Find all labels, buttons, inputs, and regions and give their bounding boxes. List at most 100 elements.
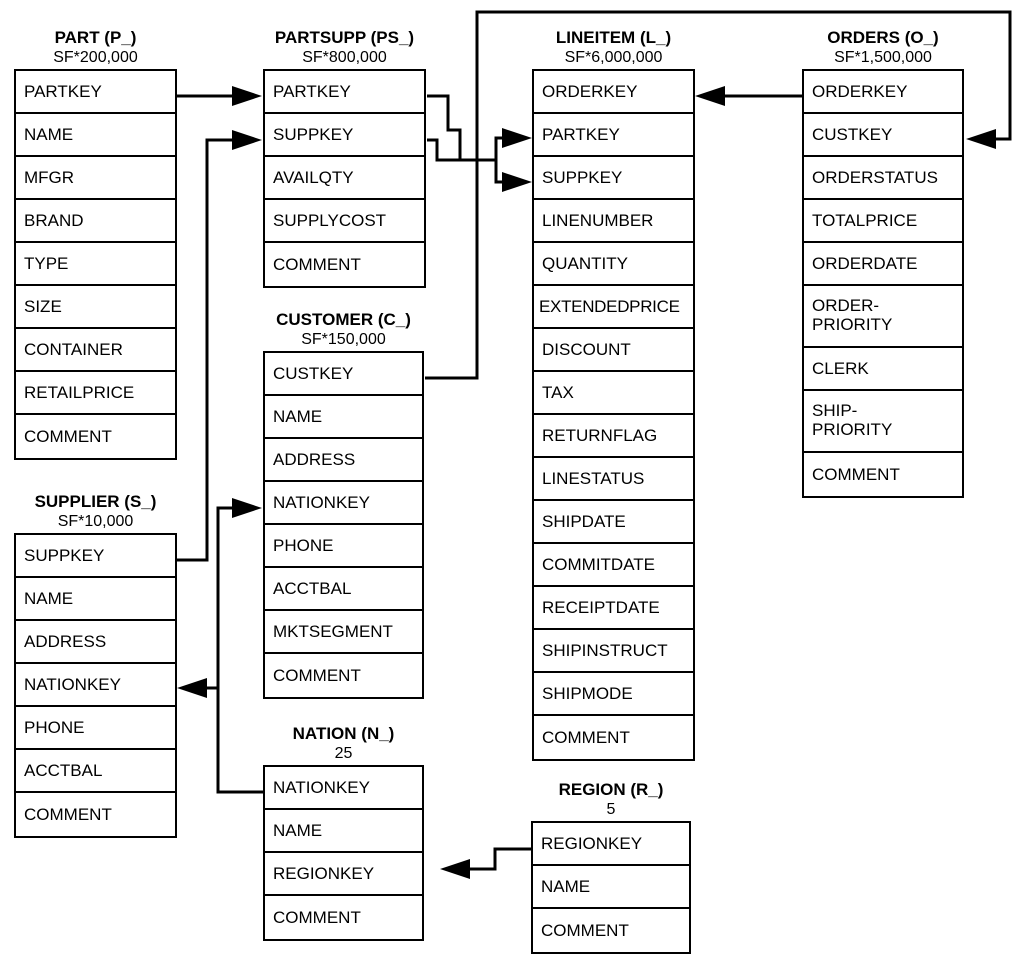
- field-lineitem-commitdate: COMMITDATE: [534, 544, 693, 587]
- field-part-partkey: PARTKEY: [16, 71, 175, 114]
- field-lineitem-tax: TAX: [534, 372, 693, 415]
- entity-customer: CUSTOMER (C_) SF*150,000 CUSTKEY NAME AD…: [263, 310, 424, 699]
- link-supplier-partsupp: [177, 130, 262, 562]
- field-orders-custkey: CUSTKEY: [804, 114, 962, 157]
- field-part-name: NAME: [16, 114, 175, 157]
- entity-customer-fields: CUSTKEY NAME ADDRESS NATIONKEY PHONE ACC…: [263, 351, 424, 699]
- entity-partsupp-fields: PARTKEY SUPPKEY AVAILQTY SUPPLYCOST COMM…: [263, 69, 426, 288]
- field-part-size: SIZE: [16, 286, 175, 329]
- entity-lineitem-fields: ORDERKEY PARTKEY SUPPKEY LINENUMBER QUAN…: [532, 69, 695, 761]
- entity-region-cardinality: 5: [606, 801, 616, 818]
- field-orders-ship-priority: SHIP- PRIORITY: [804, 391, 962, 453]
- field-lineitem-quantity: QUANTITY: [534, 243, 693, 286]
- field-partsupp-availqty: AVAILQTY: [265, 157, 424, 200]
- entity-region-title: REGION (R_): [558, 780, 664, 799]
- entity-lineitem-cardinality: SF*6,000,000: [564, 49, 663, 66]
- entity-part-title: PART (P_): [54, 28, 137, 47]
- entity-orders-title: ORDERS (O_): [827, 28, 939, 47]
- field-customer-mktsegment: MKTSEGMENT: [265, 611, 422, 654]
- field-orders-orderkey: ORDERKEY: [804, 71, 962, 114]
- field-region-comment: COMMENT: [541, 921, 629, 940]
- field-orders-orderstatus: ORDERSTATUS: [804, 157, 962, 200]
- entity-region: REGION (R_) 5 REGIONKEY NAME COMMENT: [531, 780, 691, 954]
- field-orders-clerk: CLERK: [804, 348, 962, 391]
- field-part-brand: BRAND: [16, 200, 175, 243]
- field-orders-order-priority: ORDER- PRIORITY: [804, 286, 962, 348]
- field-customer-custkey: CUSTKEY: [265, 353, 422, 396]
- field-customer-name: NAME: [265, 396, 422, 439]
- entity-nation: NATION (N_) 25 NATIONKEY NAME REGIONKEY …: [263, 724, 424, 941]
- field-orders-comment: COMMENT: [812, 465, 900, 484]
- entity-lineitem: LINEITEM (L_) SF*6,000,000 ORDERKEY PART…: [532, 28, 695, 761]
- field-lineitem-partkey: PARTKEY: [534, 114, 693, 157]
- link-nation-customer: [216, 498, 264, 794]
- field-orders-ship-priority-line2: PRIORITY: [812, 420, 893, 439]
- entity-supplier-title: SUPPLIER (S_): [34, 492, 157, 511]
- field-part-type: TYPE: [16, 243, 175, 286]
- field-orders-orderdate: ORDERDATE: [804, 243, 962, 286]
- field-orders-totalprice: TOTALPRICE: [804, 200, 962, 243]
- field-part-comment: COMMENT: [24, 427, 112, 446]
- field-lineitem-discount: DISCOUNT: [534, 329, 693, 372]
- entity-orders-fields: ORDERKEY CUSTKEY ORDERSTATUS TOTALPRICE …: [802, 69, 964, 498]
- field-orders-order-priority-line1: ORDER-: [812, 296, 880, 315]
- field-supplier-suppkey: SUPPKEY: [16, 535, 175, 578]
- entity-orders: ORDERS (O_) SF*1,500,000 ORDERKEY CUSTKE…: [802, 28, 964, 498]
- field-customer-address: ADDRESS: [265, 439, 422, 482]
- field-partsupp-partkey: PARTKEY: [265, 71, 424, 114]
- link-part-partsupp: [177, 86, 262, 106]
- link-orders-lineitem: [695, 86, 802, 106]
- entity-customer-cardinality: SF*150,000: [301, 331, 386, 348]
- entity-part: PART (P_) SF*200,000 PARTKEY NAME MFGR B…: [14, 28, 177, 460]
- field-partsupp-supplycost: SUPPLYCOST: [265, 200, 424, 243]
- entity-supplier-fields: SUPPKEY NAME ADDRESS NATIONKEY PHONE ACC…: [14, 533, 177, 838]
- entity-supplier-cardinality: SF*10,000: [57, 513, 134, 530]
- field-lineitem-shipmode: SHIPMODE: [534, 673, 693, 716]
- field-lineitem-suppkey: SUPPKEY: [534, 157, 693, 200]
- field-part-container: CONTAINER: [16, 329, 175, 372]
- field-orders-ship-priority-line1: SHIP-: [812, 401, 858, 420]
- field-supplier-name: NAME: [16, 578, 175, 621]
- field-supplier-comment: COMMENT: [24, 805, 112, 824]
- field-lineitem-linenumber: LINENUMBER: [534, 200, 693, 243]
- field-supplier-phone: PHONE: [16, 707, 175, 750]
- field-supplier-nationkey: NATIONKEY: [16, 664, 175, 707]
- field-region-name: NAME: [533, 866, 689, 909]
- field-lineitem-shipinstruct: SHIPINSTRUCT: [534, 630, 693, 673]
- field-lineitem-returnflag: RETURNFLAG: [534, 415, 693, 458]
- entity-supplier: SUPPLIER (S_) SF*10,000 SUPPKEY NAME ADD…: [14, 492, 177, 838]
- entity-nation-cardinality: 25: [334, 745, 353, 762]
- entity-lineitem-title: LINEITEM (L_): [555, 28, 672, 47]
- field-lineitem-extendedprice: EXTENDEDPRICE: [534, 286, 693, 329]
- field-lineitem-receiptdate: RECEIPTDATE: [534, 587, 693, 630]
- field-orders-order-priority-line2: PRIORITY: [812, 315, 893, 334]
- field-customer-nationkey: NATIONKEY: [265, 482, 422, 525]
- link-region-nation: [440, 847, 531, 879]
- entity-part-fields: PARTKEY NAME MFGR BRAND TYPE SIZE CONTAI…: [14, 69, 177, 460]
- entity-partsupp: PARTSUPP (PS_) SF*800,000 PARTKEY SUPPKE…: [263, 28, 426, 288]
- field-customer-acctbal: ACCTBAL: [265, 568, 422, 611]
- field-nation-nationkey: NATIONKEY: [265, 767, 422, 810]
- field-partsupp-comment: COMMENT: [273, 255, 361, 274]
- field-supplier-address: ADDRESS: [16, 621, 175, 664]
- field-partsupp-suppkey: SUPPKEY: [265, 114, 424, 157]
- field-lineitem-comment: COMMENT: [542, 728, 630, 747]
- link-nation-supplier: [177, 678, 218, 698]
- field-customer-phone: PHONE: [265, 525, 422, 568]
- entity-partsupp-cardinality: SF*800,000: [302, 49, 387, 66]
- field-nation-regionkey: REGIONKEY: [265, 853, 422, 896]
- field-supplier-acctbal: ACCTBAL: [16, 750, 175, 793]
- field-lineitem-linestatus: LINESTATUS: [534, 458, 693, 501]
- field-region-regionkey: REGIONKEY: [533, 823, 689, 866]
- field-part-mfgr: MFGR: [16, 157, 175, 200]
- entity-region-fields: REGIONKEY NAME COMMENT: [531, 821, 691, 954]
- field-lineitem-orderkey: ORDERKEY: [534, 71, 693, 114]
- field-nation-name: NAME: [265, 810, 422, 853]
- entity-customer-title: CUSTOMER (C_): [276, 310, 411, 329]
- field-part-retailprice: RETAILPRICE: [16, 372, 175, 415]
- entity-nation-title: NATION (N_): [292, 724, 395, 743]
- link-partsupp-lineitem: [427, 94, 532, 192]
- entity-orders-cardinality: SF*1,500,000: [834, 49, 932, 66]
- field-customer-comment: COMMENT: [273, 666, 361, 685]
